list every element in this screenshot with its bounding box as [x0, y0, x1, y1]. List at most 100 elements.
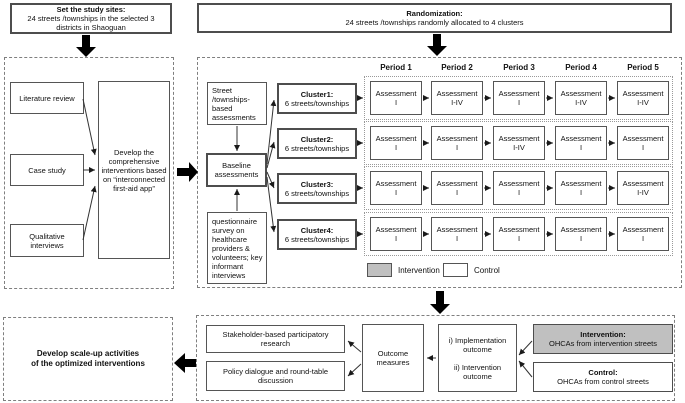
period-2-header: Period 2 [441, 63, 473, 72]
stakeholder-research-box: Stakeholder-based participatory research [206, 325, 345, 353]
cluster-2-body: 6 streets/townships [284, 143, 350, 153]
assessment-cell-line1: Assessment [498, 89, 540, 98]
assessment-cell-line1: Assessment [498, 179, 540, 188]
assessment-cell-line1: Assessment [560, 225, 602, 234]
cluster-2-box: Cluster2: 6 streets/townships [277, 128, 357, 159]
assessment-cell-line2: I-IV [637, 98, 649, 107]
assessment-cell-line2: I [641, 234, 645, 243]
study-sites-body: 24 streets /townships in the selected 3 … [27, 14, 155, 32]
randomization-body: 24 streets /townships randomly allocated… [345, 18, 524, 27]
control-group-title: Control: [588, 368, 618, 377]
down-arrow-randomization [427, 34, 447, 56]
scale-up-line2: of the optimized interventions [31, 359, 145, 368]
development-panel [4, 57, 174, 289]
street-assessments-box: Street /townships-based assessments [207, 82, 267, 125]
control-swatch [443, 263, 468, 277]
control-group-box: Control: OHCAs from control streets [533, 362, 673, 392]
intervention-group-title: Intervention: [580, 330, 626, 339]
intervention-group-body: OHCAs from intervention streets [549, 339, 657, 348]
right-arrow-to-trial [177, 162, 198, 182]
legend-intervention-label: Intervention [398, 265, 440, 275]
intervention-swatch [367, 263, 392, 277]
assessment-cell-line1: Assessment [622, 89, 664, 98]
cluster-4-timeline [364, 212, 673, 256]
control-group-body: OHCAs from control streets [557, 377, 649, 386]
scale-up-line1: Develop scale-up activities [36, 348, 140, 358]
cluster-2-timeline [364, 121, 673, 165]
scale-up-panel [3, 317, 173, 401]
literature-review-box: Literature review [10, 82, 84, 114]
assessment-cell-line1: Assessment [498, 134, 540, 143]
develop-interventions-box: Develop the comprehensive interventions … [98, 81, 170, 259]
randomization-title: Randomization: [406, 9, 463, 18]
policy-dialogue-box: Policy dialogue and round-table discussi… [206, 361, 345, 391]
assessment-cell-line1: Assessment [560, 89, 602, 98]
evaluation-panel [196, 315, 675, 401]
assessment-cell-line2: I [517, 98, 521, 107]
assessment-cell-line1: Assessment [436, 179, 478, 188]
assessment-cell-line2: I [455, 234, 459, 243]
questionnaire-label: questionnaire survey on healthcare provi… [212, 216, 263, 280]
assessment-cell-line1: Assessment [436, 225, 478, 234]
cluster-4-box: Cluster4: 6 streets/townships [277, 219, 357, 250]
assessment-cell-line2: I [455, 188, 459, 197]
study-sites-title: Set the study sites: [56, 5, 126, 14]
assessment-cell-line1: Assessment [560, 134, 602, 143]
cluster-3-title: Cluster3: [300, 179, 334, 189]
assessment-cell-line2: I [641, 143, 645, 152]
down-arrow-study-sites [76, 35, 96, 57]
cluster-4-title: Cluster4: [300, 225, 334, 235]
assessment-cell-line2: I-IV [451, 98, 463, 107]
cluster-1-box: Cluster1: 6 streets/townships [277, 83, 357, 114]
assessment-cell-line2: I [579, 143, 583, 152]
legend-intervention: Intervention [367, 263, 440, 277]
cluster-4-body: 6 streets/townships [284, 234, 350, 244]
qualitative-interviews-label: Qualitative interviews [29, 231, 65, 250]
assessment-cell-line1: Assessment [436, 89, 478, 98]
policy-dialogue-label: Policy dialogue and round-table discussi… [222, 367, 329, 385]
period-4-header: Period 4 [565, 63, 597, 72]
period-1-header: Period 1 [380, 63, 412, 72]
cluster-3-body: 6 streets/townships [284, 188, 350, 198]
qualitative-interviews-box: Qualitative interviews [10, 224, 84, 257]
randomization-box: Randomization: 24 streets /townships ran… [197, 3, 672, 33]
down-arrow-to-evaluation [430, 291, 450, 314]
assessment-cell-line2: I [394, 98, 398, 107]
assessment-cell-line2: I [579, 234, 583, 243]
case-study-label: Case study [28, 165, 66, 175]
cluster-1-title: Cluster1: [300, 89, 334, 99]
cluster-3-timeline [364, 166, 673, 210]
assessment-cell-line1: Assessment [622, 179, 664, 188]
assessment-cell-line2: I-IV [575, 98, 587, 107]
assessment-cell-line1: Assessment [375, 89, 417, 98]
period-3-header: Period 3 [503, 63, 535, 72]
assessment-cell-line2: I-IV [513, 143, 525, 152]
study-sites-box: Set the study sites: 24 streets /townshi… [10, 3, 172, 34]
intervention-group-box: Intervention: OHCAs from intervention st… [533, 324, 673, 354]
intervention-outcome-label: ii) Intervention outcome [453, 362, 502, 381]
assessment-cell-line1: Assessment [498, 225, 540, 234]
assessment-cell-line2: I-IV [637, 188, 649, 197]
outcomes-box: i) Implementation outcome ii) Interventi… [438, 324, 517, 392]
assessment-cell-line1: Assessment [375, 179, 417, 188]
cluster-3-box: Cluster3: 6 streets/townships [277, 173, 357, 204]
baseline-assessments-label: Baseline assessments [214, 161, 259, 179]
street-assessments-label: Street /townships-based assessments [212, 85, 256, 122]
